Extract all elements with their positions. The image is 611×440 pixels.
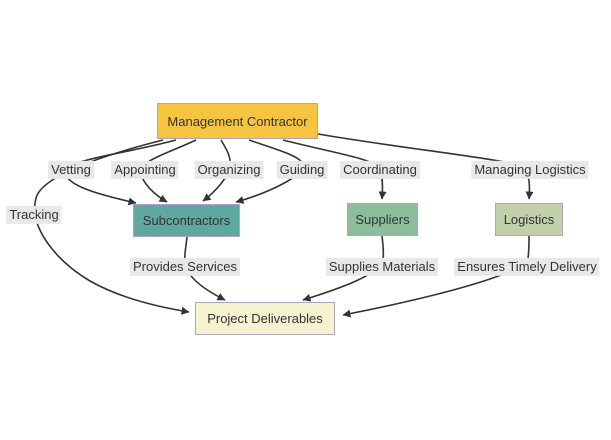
node-suppliers-label: Suppliers (355, 212, 410, 227)
edge-label-ensures-timely-delivery: Ensures Timely Delivery (454, 257, 600, 277)
node-logistics-label: Logistics (503, 212, 555, 227)
node-project-deliverables: Project Deliverables (195, 302, 335, 335)
edge-label-managing-logistics: Managing Logistics (471, 160, 589, 180)
node-subcontractors-label: Subcontractors (142, 213, 231, 228)
node-project-deliverables-label: Project Deliverables (207, 311, 323, 326)
edge-label-supplies-materials: Supplies Materials (325, 257, 439, 277)
edge-label-appointing: Appointing (111, 160, 179, 180)
node-subcontractors: Subcontractors (133, 204, 240, 237)
node-management-contractor: Management Contractor (157, 103, 318, 139)
edge-label-coordinating: Coordinating (340, 160, 420, 180)
node-logistics: Logistics (495, 203, 563, 236)
edge-label-vetting: Vetting (48, 160, 94, 180)
node-suppliers: Suppliers (347, 203, 418, 236)
node-management-contractor-label: Management Contractor (167, 113, 308, 129)
edge-label-tracking: Tracking (6, 205, 62, 225)
edge-label-provides-services: Provides Services (129, 257, 241, 277)
edge-label-guiding: Guiding (276, 160, 328, 180)
edge-label-organizing: Organizing (194, 160, 264, 180)
